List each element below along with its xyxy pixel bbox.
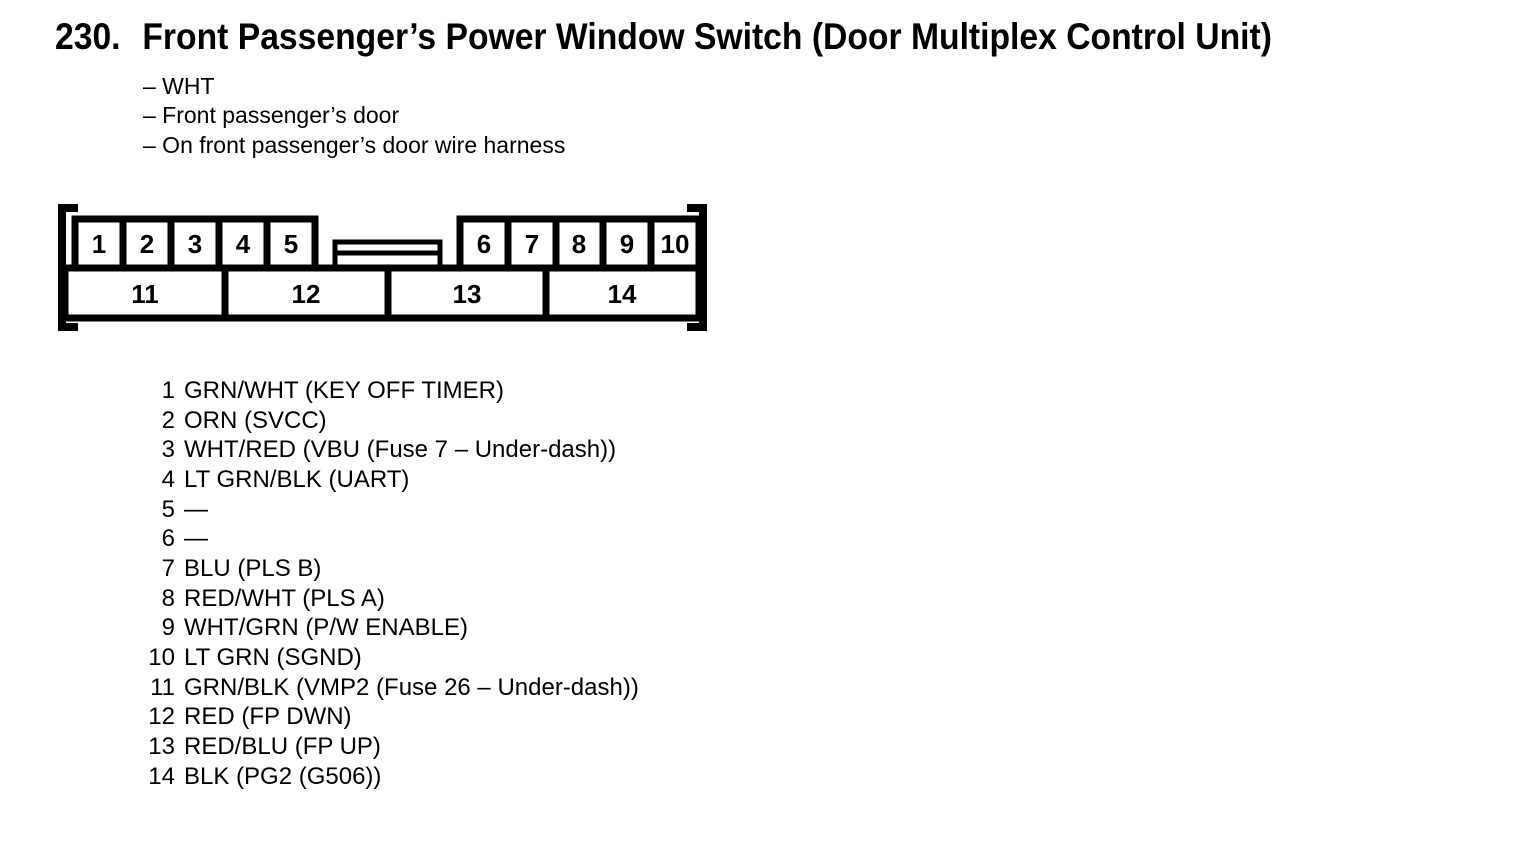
pin-description: LT GRN (SGND) (184, 643, 362, 671)
connector-notes: – WHT – Front passenger’s door – On fron… (143, 72, 565, 160)
connector-top-right-block (456, 215, 703, 272)
connector-pin-label-7: 7 (525, 229, 539, 259)
pin-number: 10 (148, 643, 175, 671)
pin-number: 12 (148, 703, 175, 731)
pin-number: 3 (161, 436, 175, 464)
pin-row-12: 12 RED (FP DWN) (100, 702, 639, 732)
connector-pin-label-6: 6 (477, 229, 491, 259)
pin-number: 5 (161, 495, 175, 523)
pin-row-10: 10 LT GRN (SGND) (100, 643, 639, 673)
connector-pin-label-1: 1 (92, 229, 106, 259)
pin-row-5: 5 — (100, 495, 639, 525)
figure-number: 230. (55, 16, 121, 57)
pin-row-1: 1 GRN/WHT (KEY OFF TIMER) (100, 376, 639, 406)
pin-row-13: 13 RED/BLU (FP UP) (100, 732, 639, 762)
pin-row-7: 7 BLU (PLS B) (100, 554, 639, 584)
pin-row-4: 4 LT GRN/BLK (UART) (100, 465, 639, 495)
pin-description: LT GRN/BLK (UART) (184, 465, 410, 493)
connector-pin-label-14: 14 (608, 279, 637, 309)
pin-description: WHT/RED (VBU (Fuse 7 – Under-dash)) (184, 436, 617, 464)
connector-pin-label-13: 13 (453, 279, 482, 309)
pin-description: WHT/GRN (P/W ENABLE) (184, 614, 469, 642)
pin-row-6: 6 — (100, 524, 639, 554)
pin-number: 4 (161, 465, 175, 493)
pin-description: — (184, 525, 208, 553)
connector-pin-label-2: 2 (140, 229, 154, 259)
pin-description: RED/BLU (FP UP) (184, 732, 381, 760)
pin-description: RED (FP DWN) (184, 703, 352, 731)
pin-description: BLU (PLS B) (184, 554, 322, 582)
pin-description: GRN/BLK (VMP2 (Fuse 26 – Under-dash)) (184, 673, 639, 701)
note-connector-harness: – On front passenger’s door wire harness (143, 131, 566, 158)
pin-number: 11 (150, 673, 175, 701)
connector-pin-label-4: 4 (236, 229, 251, 259)
pin-number: 14 (148, 762, 175, 790)
pin-row-8: 8 RED/WHT (PLS A) (100, 584, 639, 614)
pin-description: BLK (PG2 (G506)) (184, 762, 382, 790)
connector-pin-label-3: 3 (188, 229, 202, 259)
pin-row-3: 3 WHT/RED (VBU (Fuse 7 – Under-dash)) (100, 435, 639, 465)
page-title: 230. Front Passenger’s Power Window Swit… (55, 16, 1272, 58)
pin-number: 7 (161, 554, 175, 582)
pin-row-11: 11 GRN/BLK (VMP2 (Fuse 26 – Under-dash)) (100, 673, 639, 703)
pin-description: ORN (SVCC) (184, 406, 327, 434)
note-connector-color: – WHT (143, 73, 215, 99)
pin-number: 9 (161, 614, 175, 642)
connector-pin-label-5: 5 (284, 229, 298, 259)
pin-description: — (184, 495, 208, 523)
pin-number: 2 (161, 406, 175, 434)
pin-number: 8 (161, 584, 175, 612)
pin-number: 13 (148, 732, 175, 760)
note-connector-location: – Front passenger’s door (143, 102, 400, 129)
connector-pin-label-10: 10 (661, 229, 690, 259)
connector-pin-label-12: 12 (292, 279, 321, 309)
connector-bottom-row (61, 264, 703, 322)
pin-row-14: 14 BLK (PG2 (G506)) (100, 762, 639, 792)
pin-list: 1 GRN/WHT (KEY OFF TIMER) 2 ORN (SVCC) 3… (100, 376, 639, 791)
pin-description: RED/WHT (PLS A) (184, 584, 385, 612)
connector-pin-label-11: 11 (131, 279, 159, 309)
pin-number: 1 (161, 377, 175, 404)
connector-diagram: 1 2 3 4 5 6 7 8 9 10 11 12 13 14 (58, 204, 707, 331)
connector-pin-label-9: 9 (620, 229, 634, 259)
figure-title: Front Passenger’s Power Window Switch (D… (142, 16, 1272, 57)
pin-description: GRN/WHT (KEY OFF TIMER) (184, 377, 505, 404)
pin-number: 6 (161, 525, 175, 553)
connector-top-left-block (71, 215, 319, 272)
connector-pin-label-8: 8 (572, 229, 586, 259)
pin-row-9: 9 WHT/GRN (P/W ENABLE) (100, 613, 639, 643)
pin-row-2: 2 ORN (SVCC) (100, 406, 639, 436)
